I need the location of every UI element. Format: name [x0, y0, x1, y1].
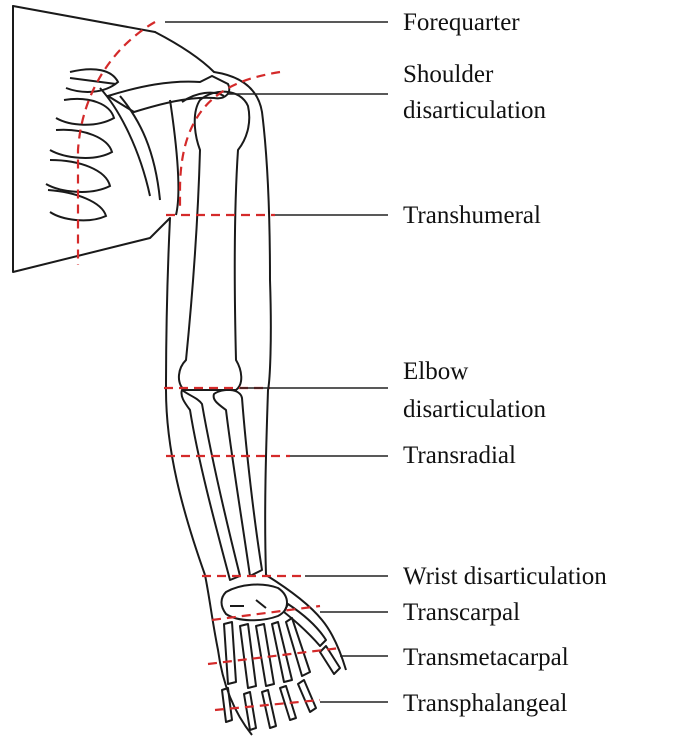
torso-outline	[13, 6, 214, 272]
cut-forequarter	[78, 22, 155, 265]
cut-lines	[78, 22, 340, 710]
label-transphalangeal: Transphalangeal	[403, 689, 567, 718]
label-forequarter: Forequarter	[403, 8, 520, 37]
label-wrist-disarticulation: Wrist disarticulation	[403, 562, 607, 591]
forearm-bones	[181, 390, 262, 580]
humerus	[179, 92, 249, 390]
label-transmetacarpal: Transmetacarpal	[403, 643, 569, 672]
label-elbow-line2: disarticulation	[403, 395, 546, 424]
hand-bones	[222, 585, 341, 730]
label-shoulder-line1: Shoulder	[403, 60, 493, 89]
label-elbow-line1: Elbow	[403, 357, 468, 386]
leader-lines	[165, 22, 388, 702]
clavicle-scapula	[108, 76, 229, 215]
label-shoulder-line2: disarticulation	[403, 96, 546, 125]
label-transcarpal: Transcarpal	[403, 598, 520, 627]
ribcage	[46, 69, 160, 220]
cut-transcarpal	[212, 606, 320, 620]
label-transhumeral: Transhumeral	[403, 201, 541, 230]
cut-transmetacarpal	[208, 648, 340, 664]
arm-outline	[166, 72, 346, 735]
label-transradial: Transradial	[403, 441, 516, 470]
